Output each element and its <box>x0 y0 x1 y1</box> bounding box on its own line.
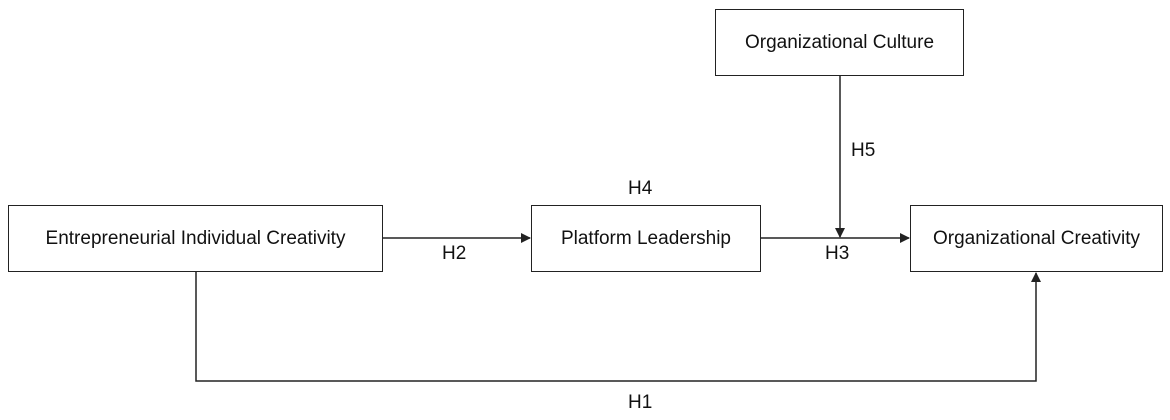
arrow-h1 <box>195 272 1041 382</box>
node-organizational-culture: Organizational Culture <box>715 9 964 76</box>
node-platform-leadership: Platform Leadership <box>531 205 761 272</box>
hypothesis-label-h2: H2 <box>442 243 467 264</box>
node-organizational-creativity: Organizational Creativity <box>910 205 1163 272</box>
node-entrepreneurial-individual-creativity: Entrepreneurial Individual Creativity <box>8 205 383 272</box>
hypothesis-label-h1: H1 <box>628 392 653 413</box>
hypothesis-label-h4: H4 <box>628 178 653 199</box>
hypothesis-label-h5: H5 <box>851 140 876 161</box>
hypothesis-label-h3: H3 <box>825 243 850 264</box>
